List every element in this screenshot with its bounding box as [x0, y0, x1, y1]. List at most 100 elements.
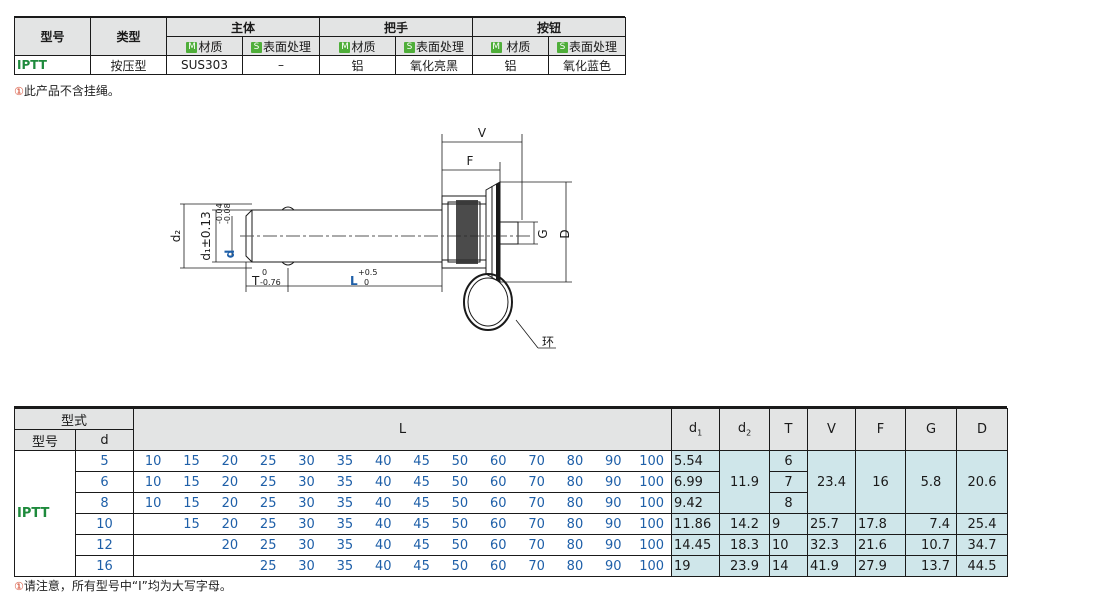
l-value: 100 [639, 474, 665, 490]
row-d2-value: 11.9 [719, 450, 770, 514]
spec-header-button-material: M 材质 [472, 36, 549, 56]
l-value: 15 [183, 474, 200, 490]
spec-type-value: 按压型 [90, 55, 167, 75]
dim-header-style: 型式 [14, 408, 134, 430]
dim-header-f: F [855, 408, 906, 451]
l-value: 80 [566, 516, 584, 532]
l-value: 60 [489, 558, 507, 574]
dim-d-tol-up: -0.04 [215, 203, 224, 224]
row-d1-value: 14.45 [671, 534, 720, 556]
l-value: 25 [259, 537, 277, 553]
row-d1-value: 11.86 [671, 513, 720, 535]
l-value: 35 [336, 495, 354, 511]
row-d1-value: 5.54 [671, 450, 720, 472]
l-value: 40 [374, 558, 392, 574]
ring-label: 环 [542, 335, 554, 349]
l-value: 15 [183, 495, 200, 511]
spec-button-surface-value: 氧化蓝色 [548, 55, 626, 75]
l-value: 25 [259, 453, 277, 469]
dim-table-top-rule [14, 406, 1007, 409]
dim-header-model: 型号 [14, 429, 76, 451]
dim-model-value: IPTT [14, 450, 76, 577]
l-value: 40 [374, 516, 392, 532]
l-value: 30 [298, 516, 315, 532]
pin-button [499, 221, 519, 245]
spec-handle-surface-value: 氧化亮黑 [395, 55, 473, 75]
l-value: 30 [298, 537, 315, 553]
row-t-value: 6 [769, 450, 808, 472]
l-value: 20 [221, 495, 239, 511]
dim-header-dd: D [956, 408, 1008, 451]
l-value: 40 [374, 453, 392, 469]
l-value: 80 [566, 537, 584, 553]
l-value: 90 [605, 474, 622, 490]
material-badge-icon: M [186, 41, 198, 53]
l-value: 50 [451, 495, 469, 511]
l-value: 90 [605, 495, 622, 511]
l-value: 45 [413, 516, 430, 532]
row-d-value: 6 [75, 471, 134, 493]
l-value [172, 538, 210, 553]
spec-handle-material-value: 铝 [319, 55, 396, 75]
dim-header-row-2: 型号 d [14, 429, 1008, 451]
dim-small-d-label: d [223, 250, 237, 259]
ring-shape [463, 273, 513, 331]
l-value: 80 [566, 558, 584, 574]
dim-header-d1: d1 [671, 408, 720, 451]
row-g-value: 10.7 [905, 534, 957, 556]
dim-header-g: G [905, 408, 957, 451]
l-value [134, 517, 172, 532]
row-v-value: 41.9 [807, 555, 856, 577]
row-f-value: 16 [855, 450, 906, 514]
l-value: 45 [413, 495, 430, 511]
l-value: 70 [528, 537, 545, 553]
l-value: 50 [451, 558, 469, 574]
row-f-value: 17.8 [855, 513, 906, 535]
l-value: 100 [639, 516, 665, 532]
dim-t-tol-up: 0 [262, 268, 267, 277]
l-value: 10 [144, 474, 162, 490]
pin-drawing: V F G D d₂ d₁±0.13 d -0.04 -0.08 T 0 -0.… [169, 126, 572, 349]
dim-f-label: F [467, 154, 474, 168]
row-g-value: 7.4 [905, 513, 957, 535]
dim-l-tol-up: +0.5 [358, 268, 377, 277]
l-value [172, 559, 210, 574]
spec-header-body: 主体 [166, 17, 320, 37]
l-value: 35 [336, 516, 354, 532]
l-value: 20 [221, 474, 239, 490]
spec-header-handle: 把手 [319, 17, 473, 37]
l-value [134, 559, 172, 574]
spec-button-material-value: 铝 [472, 55, 549, 75]
note-no-lanyard: ①此产品不含挂绳。 [14, 84, 120, 98]
row-f-value: 27.9 [855, 555, 906, 577]
l-value: 30 [298, 453, 315, 469]
l-value: 70 [528, 474, 545, 490]
row-d-value: 5 [75, 450, 134, 472]
row-t-value: 8 [769, 492, 808, 514]
l-value: 10 [144, 495, 162, 511]
l-value: 50 [451, 453, 469, 469]
row-d-value: 12 [75, 534, 134, 556]
row-t-value: 9 [769, 513, 808, 535]
spec-body-material-value: SUS303 [166, 55, 243, 75]
dim-v-label: V [478, 126, 487, 140]
l-value: 90 [605, 516, 622, 532]
spec-body-surface-value: – [242, 55, 320, 75]
row-t-value: 7 [769, 471, 808, 493]
spec-data-row: IPTT 按压型 SUS303 – 铝 氧化亮黑 铝 氧化蓝色 [14, 55, 626, 75]
spec-header-button: 按钮 [472, 17, 626, 37]
l-value: 60 [489, 495, 507, 511]
row-v-value: 23.4 [807, 450, 856, 514]
l-value: 20 [221, 537, 239, 553]
note-mark-icon: ① [14, 85, 24, 98]
